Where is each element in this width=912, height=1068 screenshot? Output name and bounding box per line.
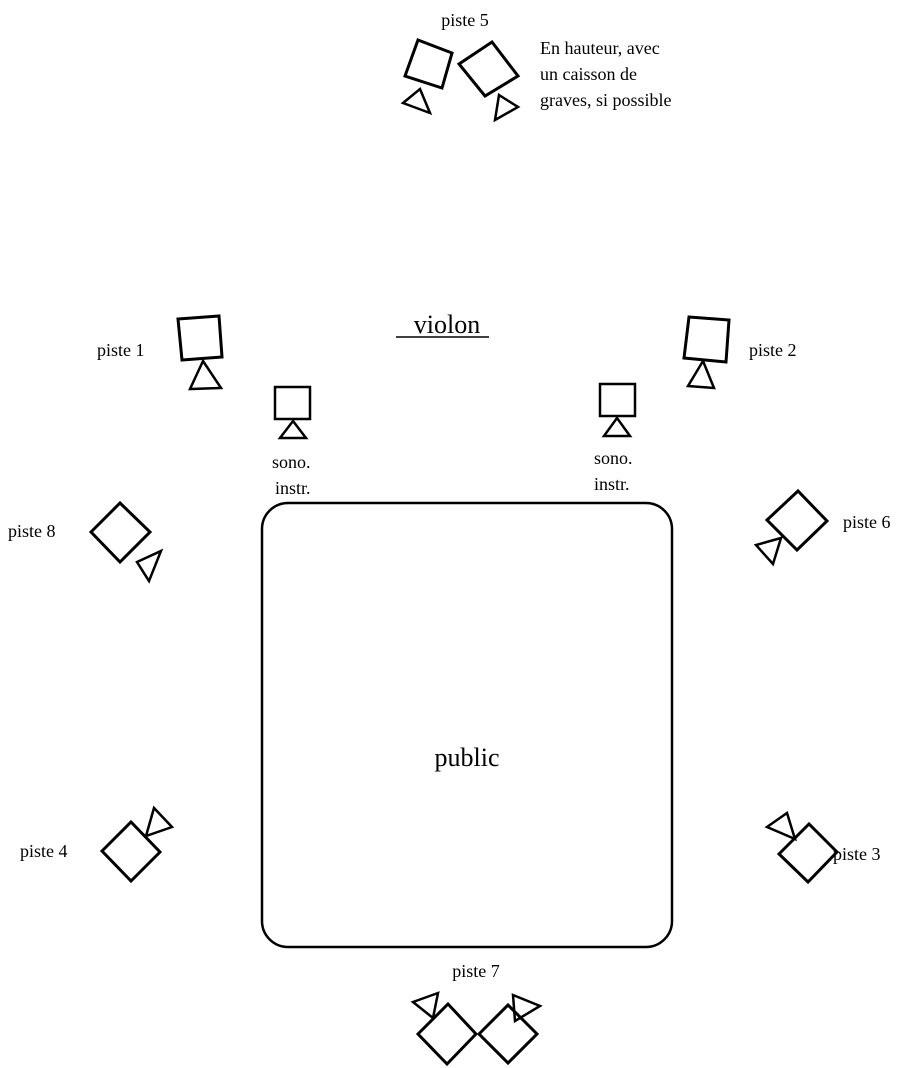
label-piste-8: piste 8 xyxy=(8,521,56,541)
speaker-piste-6-icon xyxy=(753,488,830,567)
speaker-piste-7-left-icon xyxy=(410,991,479,1067)
speaker-piste-4-icon xyxy=(99,805,175,884)
speaker-piste-1-icon xyxy=(176,314,224,391)
speaker-piste-5-left-icon xyxy=(400,38,454,116)
audience-area xyxy=(260,501,674,949)
label-piste-2: piste 2 xyxy=(749,340,797,360)
sono-left-label: sono. instr. xyxy=(272,452,315,498)
label-piste-7: piste 7 xyxy=(452,961,500,981)
speaker-sono-right-icon xyxy=(598,382,637,438)
speaker-piste-2-icon xyxy=(682,315,731,390)
audience-label: public xyxy=(435,743,500,772)
stage-title: violon xyxy=(414,310,480,339)
speaker-piste-7-right-icon xyxy=(476,993,543,1066)
sono-right-label: sono. instr. xyxy=(594,448,637,494)
label-piste-3: piste 3 xyxy=(833,844,881,864)
speaker-piste-3-icon xyxy=(764,810,840,885)
label-piste-5: piste 5 xyxy=(441,10,489,30)
label-piste-1: piste 1 xyxy=(97,340,145,360)
speaker-piste-5-right-icon xyxy=(456,39,521,123)
note-text: En hauteur, avec un caisson de graves, s… xyxy=(540,38,671,110)
label-piste-6: piste 6 xyxy=(843,512,891,532)
label-piste-4: piste 4 xyxy=(20,841,68,861)
speaker-sono-left-icon xyxy=(273,385,312,440)
speaker-piste-8-icon xyxy=(88,500,164,584)
